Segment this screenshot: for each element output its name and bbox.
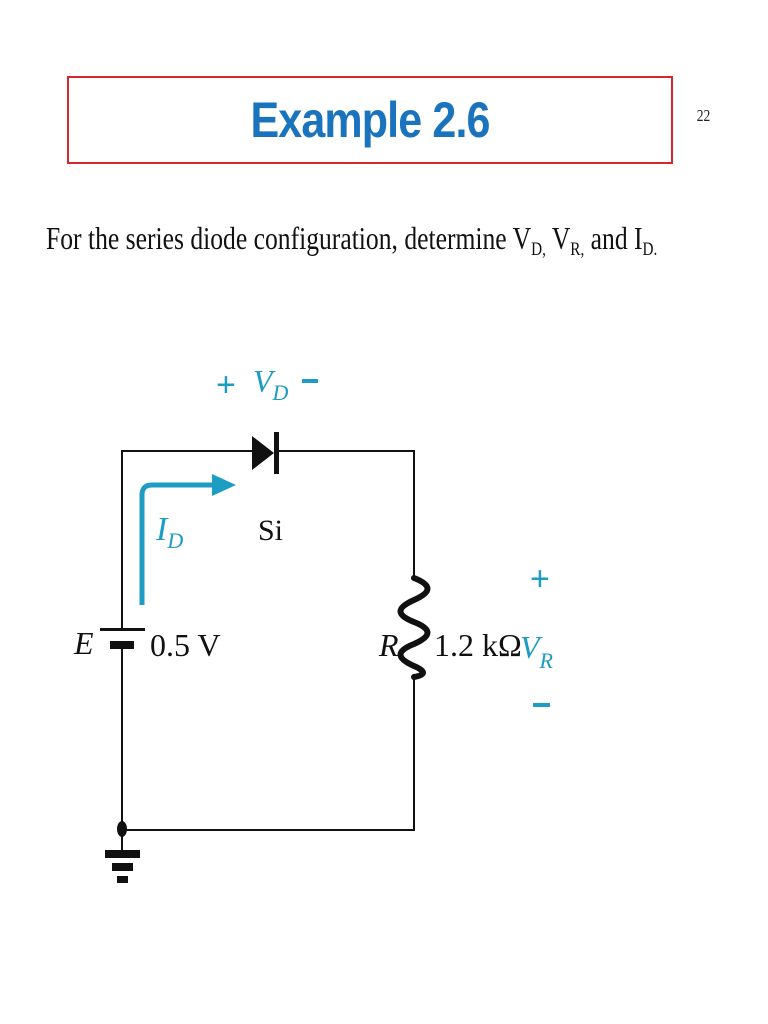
source-name-label: E: [73, 625, 94, 661]
page-number: 22: [696, 106, 711, 125]
resistor-icon: [397, 575, 431, 680]
diode-material-label: Si: [258, 514, 283, 547]
problem-statement: For the series diode configuration, dete…: [46, 220, 658, 260]
resistor-name-label: R: [378, 627, 399, 663]
id-label: ID: [155, 511, 183, 553]
vd-label: VD: [253, 363, 289, 405]
slide-title: Example 2.6: [250, 92, 490, 148]
diode-icon: [252, 432, 279, 474]
slide-title-box: Example 2.6: [67, 76, 673, 164]
vd-minus-sign: [302, 379, 318, 383]
resistor-value-label: 1.2 kΩ: [434, 627, 522, 663]
current-arrow-icon: [139, 474, 236, 605]
source-value-label: 0.5 V: [150, 627, 221, 663]
vr-minus-sign: [533, 703, 550, 707]
vr-plus-sign: +: [530, 560, 550, 598]
ground-icon: [105, 821, 140, 883]
vd-plus-sign: +: [216, 366, 236, 404]
vr-label: VR: [520, 629, 554, 673]
battery-icon: [100, 628, 145, 660]
